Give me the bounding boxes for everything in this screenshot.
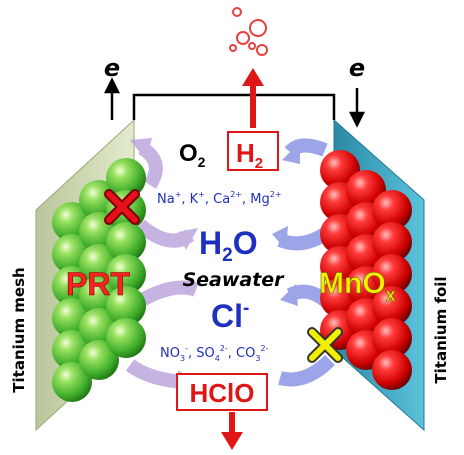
catalyst-sphere: [52, 362, 92, 402]
titanium-foil-label: Titanium foil: [432, 276, 450, 383]
catalyst-sphere: [372, 222, 412, 262]
catalyst-sphere: [106, 222, 146, 262]
external-circuit-wire: [132, 93, 336, 120]
hydrogen-label: H2: [236, 138, 263, 172]
hclo-box: [176, 373, 268, 411]
chloride-label: Cl-: [211, 298, 249, 334]
catalyst-sphere: [106, 286, 146, 326]
water-label: H2O: [199, 225, 258, 266]
hydrogen-up-arrow: [242, 68, 264, 128]
mnox-catalyst-spheres: [320, 150, 412, 390]
prt-label: PRT: [66, 266, 130, 302]
mnox-label: MnOx: [319, 267, 396, 305]
blocked-cations-cross: [104, 189, 140, 225]
anions-label: NO3-, SO42-, CO32-: [160, 344, 269, 363]
catalyst-sphere: [372, 190, 412, 230]
electron-arrow-left: [103, 77, 121, 120]
catalyst-sphere: [372, 318, 412, 358]
hclo-down-arrow: [221, 412, 243, 450]
catalyst-sphere: [372, 286, 412, 326]
catalyst-sphere: [106, 158, 146, 198]
hydrogen-bubbles: [229, 7, 268, 56]
titanium-mesh-label: Titanium mesh: [10, 267, 28, 392]
catalyst-sphere: [106, 318, 146, 358]
electron-label-right: e: [349, 54, 365, 82]
electron-label-left: e: [104, 54, 120, 82]
electron-arrow-right: [348, 88, 366, 128]
catalyst-sphere: [372, 254, 412, 294]
hydrogen-box: [227, 131, 279, 171]
seawater-label: Seawater: [182, 269, 285, 291]
blocked-anions-cross: [307, 327, 343, 363]
oxygen-label: O2: [179, 140, 206, 170]
hclo-label: HClO: [190, 378, 255, 408]
catalyst-sphere: [372, 350, 412, 390]
catalyst-sphere: [106, 254, 146, 294]
cations-label: Na+, K+, Ca2+, Mg2+: [157, 190, 282, 207]
catalyst-sphere: [79, 340, 119, 380]
